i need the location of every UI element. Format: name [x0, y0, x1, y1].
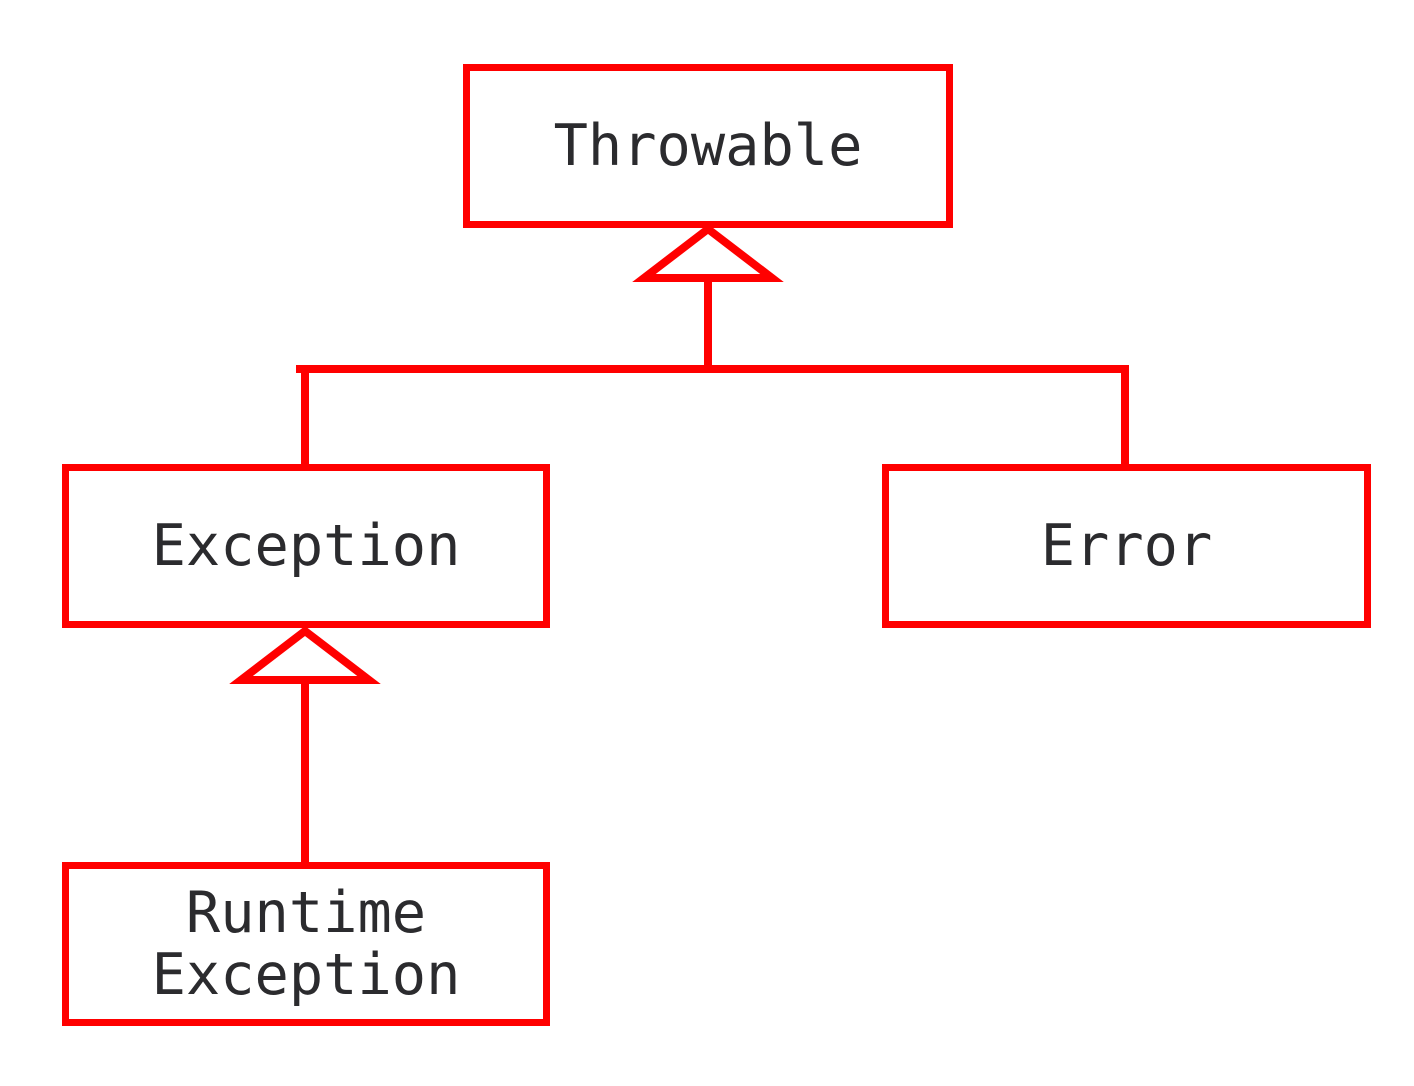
class-label-exception: Exception [151, 513, 461, 579]
generalization-arrowhead-throwable [632, 223, 784, 282]
class-label-runtime-exception: Runtime Exception [151, 880, 461, 1008]
class-box-exception[interactable]: Exception [62, 464, 550, 628]
class-label-throwable: Throwable [553, 113, 863, 179]
generalization-arrowhead-exception [229, 625, 381, 684]
class-box-error[interactable]: Error [882, 464, 1371, 628]
class-box-throwable[interactable]: Throwable [463, 64, 953, 228]
class-label-error: Error [1040, 513, 1213, 579]
class-box-runtime-exception[interactable]: Runtime Exception [62, 862, 550, 1026]
